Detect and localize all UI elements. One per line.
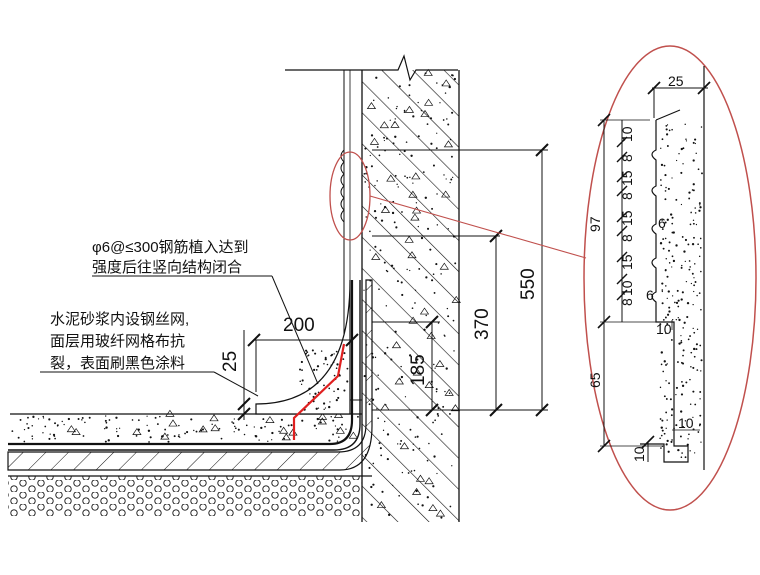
dim-185: 185 xyxy=(408,354,429,386)
dim-370: 370 xyxy=(472,308,493,340)
detail-dim-bottom10: 10 xyxy=(631,446,647,462)
detail-dim-step10a: 10 xyxy=(656,321,672,337)
cove-fillet xyxy=(255,279,351,415)
dimension-lines xyxy=(237,143,549,421)
mortar-note-line2: 面层用玻纤网格布抗 xyxy=(50,333,185,350)
wall-hatch xyxy=(362,70,459,522)
rebar-note-line2: 强度后往竖向结构闭合 xyxy=(92,259,242,276)
callout-connector xyxy=(369,195,587,259)
dim-25: 25 xyxy=(220,351,241,372)
mortar-note-line1: 水泥砂浆内设钢丝网, xyxy=(50,310,189,328)
detail-dim-8c: 8 xyxy=(619,234,635,242)
detail-dim-15b: 15 xyxy=(619,210,635,226)
detail-dim-8d: 8 xyxy=(619,298,635,306)
mortar-note-line3: 裂，表面刷黑色涂料 xyxy=(50,355,185,372)
detail-dim-10b: 10 xyxy=(619,280,635,296)
detail-dim-6a: 6 xyxy=(658,215,666,231)
callout-large-ellipse xyxy=(583,45,757,511)
detail-dim-15a: 15 xyxy=(619,170,635,186)
rebar-note-line1: φ6@≤300钢筋植入达到 xyxy=(92,239,249,256)
detail-dim-6b: 6 xyxy=(646,287,654,303)
enlarged-detail xyxy=(597,66,711,470)
detail-dim-25: 25 xyxy=(668,73,684,89)
dim-200: 200 xyxy=(283,315,315,336)
detail-dim-97: 97 xyxy=(587,216,603,232)
detail-dim-step10b: 10 xyxy=(678,415,694,431)
rebar-line xyxy=(292,343,346,440)
detail-dim-65: 65 xyxy=(587,372,603,388)
dim-550: 550 xyxy=(518,268,539,300)
detail-dim-15c: 15 xyxy=(619,254,635,270)
detail-dim-8b: 8 xyxy=(619,192,635,200)
detail-dim-10a: 10 xyxy=(619,126,635,142)
leader-lines xyxy=(40,275,319,397)
detail-dim-8a: 8 xyxy=(619,154,635,162)
